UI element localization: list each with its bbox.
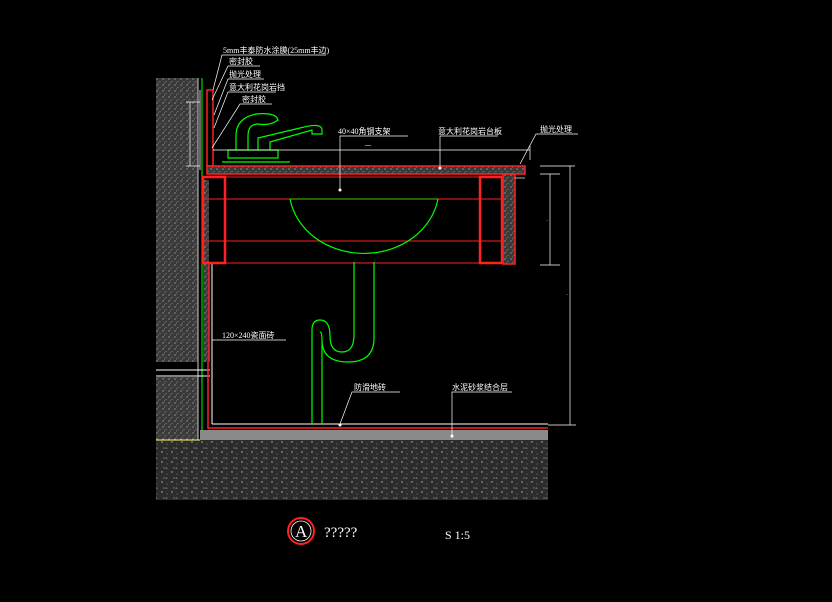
label-marble-backsplash: 意大利花岗岩挡 (229, 82, 285, 92)
label-sealant: 密封胶 (229, 56, 253, 66)
label-granite-countertop: 意大利花岗岩台板 (438, 126, 502, 136)
backsplash (206, 89, 214, 167)
drawing-title: ????? (324, 525, 358, 541)
label-polished-edge-right: 抛光处理 (540, 124, 572, 134)
detail-marker-letter: A (295, 522, 308, 541)
floor-slab (156, 440, 548, 500)
drain-trap (311, 262, 375, 424)
wall-tile-layer (203, 180, 209, 362)
steel-frame (202, 176, 504, 264)
label-floor-tile: 防滑地砖 (354, 382, 386, 392)
front-apron (502, 173, 516, 265)
wall-lower (156, 377, 198, 440)
wall-upper (156, 78, 198, 362)
frame-right-post (478, 175, 504, 265)
svg-text:·: · (566, 292, 568, 298)
label-wall-tile: 120×240瓷面砖 (222, 330, 275, 340)
label-polished-edge-top: 抛光处理 (229, 69, 261, 79)
faucet-icon (222, 113, 323, 163)
label-cement-mortar: 水泥砂浆结合层 (452, 382, 508, 392)
mortar-layer (200, 430, 548, 440)
detail-marker-circle (287, 517, 315, 545)
basin (289, 198, 439, 255)
frame-left-post (201, 175, 227, 265)
svg-text:—: — (365, 143, 371, 149)
drawing-scale: S 1:5 (445, 528, 470, 542)
countertop (206, 165, 526, 175)
svg-text:·: · (546, 218, 548, 224)
label-steel-frame: 40×40角钢支架 (338, 126, 391, 136)
label-sealant-strip: 密封胶 (242, 94, 266, 104)
label-waterproof-coating: 5mm丰泰防水涂膜(25mm丰边) (223, 45, 330, 55)
svg-text:·: · (180, 132, 182, 138)
